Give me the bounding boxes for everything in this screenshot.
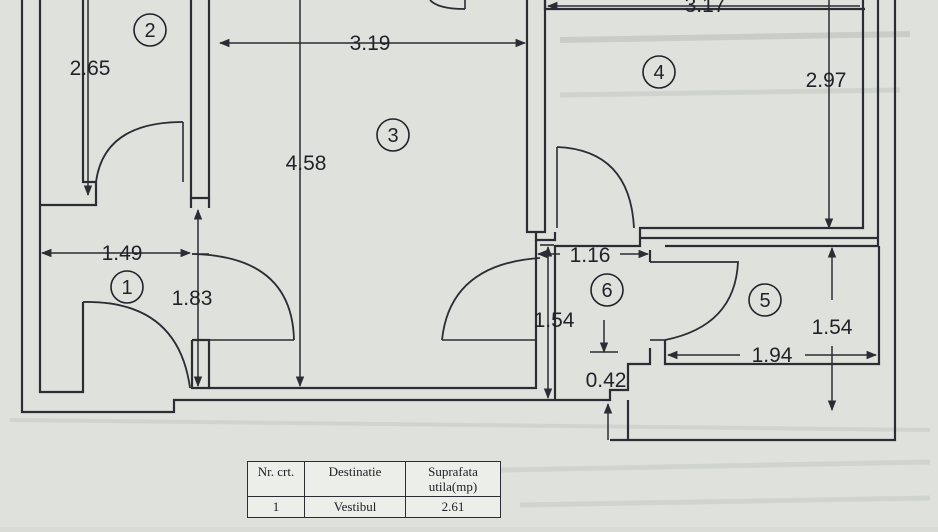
- legend-header-destination: Destinatie: [304, 461, 406, 497]
- room-marker-2: 2: [133, 13, 167, 47]
- legend-header-area: Suprafata utila(mp): [405, 461, 501, 497]
- background-text-bleed: [9, 31, 931, 508]
- dimension-label-1-54-right: 1.54: [812, 316, 853, 339]
- dimension-label-4-58: 4.58: [286, 152, 327, 175]
- room-number-5: 5: [759, 290, 770, 312]
- room-marker-1: 1: [110, 270, 144, 304]
- room-legend-table: Nr. crt. Destinatie Suprafata utila(mp) …: [247, 461, 501, 518]
- room-marker-4: 4: [642, 55, 676, 89]
- dimension-label-2-65: 2.65: [70, 57, 111, 80]
- room-number-1: 1: [121, 277, 132, 299]
- room-marker-5: 5: [748, 283, 782, 317]
- legend-header-nr: Nr. crt.: [247, 461, 305, 497]
- room-marker-3: 3: [376, 118, 410, 152]
- dimension-label-3-19: 3.19: [350, 32, 391, 55]
- legend-cell-destination: Vestibul: [304, 496, 406, 518]
- door-swing-top: [429, 0, 466, 10]
- legend-cell-nr: 1: [247, 496, 305, 518]
- room-number-6: 6: [601, 280, 612, 302]
- room-number-2: 2: [144, 20, 155, 42]
- dimension-label-0-42: 0.42: [586, 369, 627, 392]
- room-number-3: 3: [387, 125, 398, 147]
- room-marker-6: 6: [590, 273, 624, 307]
- dimension-lines: [40, 0, 878, 440]
- walls: [20, 0, 897, 442]
- dimension-label-1-16: 1.16: [570, 244, 611, 267]
- dimension-label-1-49: 1.49: [102, 242, 143, 265]
- dimension-label-2-97: 2.97: [806, 69, 847, 92]
- dimension-label-1-54-left: 1.54: [534, 309, 575, 332]
- legend-header-row: Nr. crt. Destinatie Suprafata utila(mp): [247, 461, 501, 497]
- dimension-label-1-83: 1.83: [172, 287, 213, 310]
- room-number-4: 4: [653, 62, 664, 84]
- dimension-label-3-17: 3.17: [685, 0, 726, 17]
- table-row: 1 Vestibul 2.61: [247, 496, 501, 518]
- door-swings: [82, 121, 739, 389]
- dimension-label-1-94: 1.94: [752, 344, 793, 367]
- legend-cell-area: 2.61: [405, 496, 501, 518]
